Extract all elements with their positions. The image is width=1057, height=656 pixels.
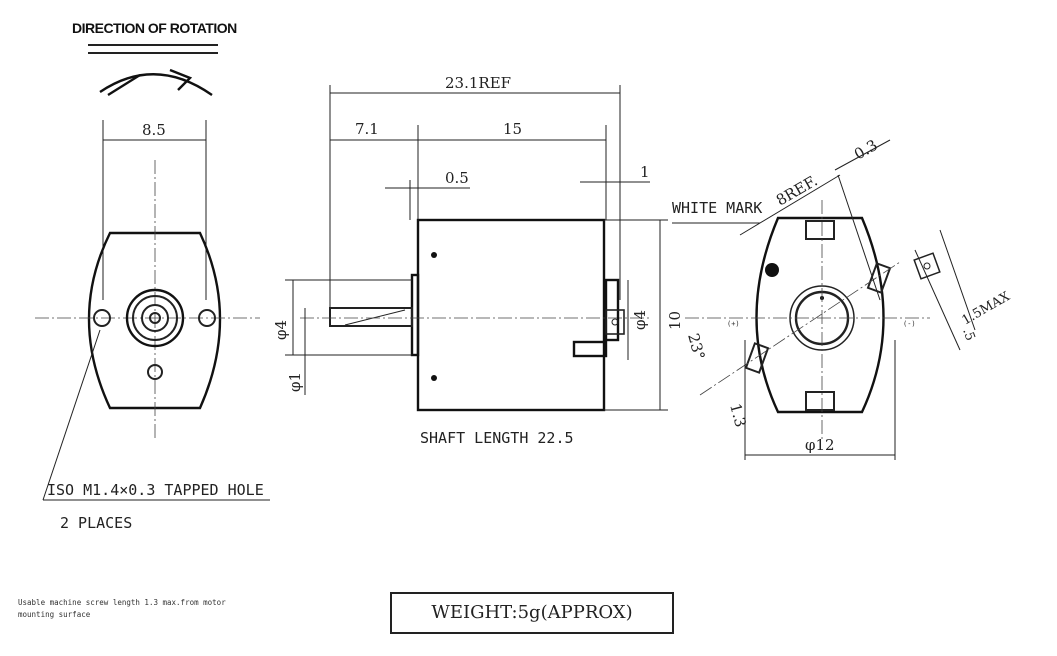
rotation-arrow-icon	[99, 68, 213, 97]
dim-1: 1	[640, 163, 650, 181]
weight-box: WEIGHT:5g(APPROX)	[390, 592, 674, 634]
rear-view: WHITE MARK (+) (-) 8REF. 0.3 23° 1.3 φ12…	[672, 136, 1013, 460]
side-view: 23.1REF 7.1 15 0.5 1 φ4 φ1 φ4 10 SHAFT	[272, 74, 684, 447]
plus-terminal-label: (+)	[727, 320, 740, 328]
white-mark-dot	[765, 263, 779, 277]
dim-15: 15	[503, 120, 522, 138]
mark-dot	[431, 375, 437, 381]
dim-0-5: 0.5	[445, 169, 469, 187]
dim-phi4-shaft: φ4	[272, 320, 290, 340]
tapped-hole-label: ISO M1.4×0.3 TAPPED HOLE	[47, 481, 264, 499]
dim-7-1: 7.1	[355, 120, 379, 138]
dim-phi4-boss: φ4	[631, 310, 649, 330]
white-mark-label: WHITE MARK	[672, 199, 762, 217]
shaft-length-label: SHAFT LENGTH 22.5	[420, 429, 574, 447]
mark-dot	[431, 252, 437, 258]
dim-23-1-ref: 23.1REF	[445, 74, 511, 92]
dim-8-5: 8.5	[142, 121, 166, 139]
dim-23-deg: 23°	[684, 331, 708, 361]
screw-length-note: Usable machine screw length 1.3 max.from…	[18, 598, 226, 619]
dim-phi12: φ12	[805, 436, 835, 454]
dim-1-3: 1.3	[726, 401, 750, 429]
places-label: 2 PLACES	[60, 514, 132, 532]
front-view: 8.5 ISO M1.4×0.3 TAPPED HOLE 2 PLACES	[35, 120, 270, 532]
dim-10: 10	[666, 311, 684, 330]
dim-8ref: 8REF.	[773, 172, 821, 210]
dim-0-5: .5	[959, 326, 977, 343]
dim-phi1: φ1	[286, 372, 304, 392]
title: DIRECTION OF ROTATION	[72, 20, 237, 36]
minus-terminal-label: (-)	[903, 320, 916, 328]
